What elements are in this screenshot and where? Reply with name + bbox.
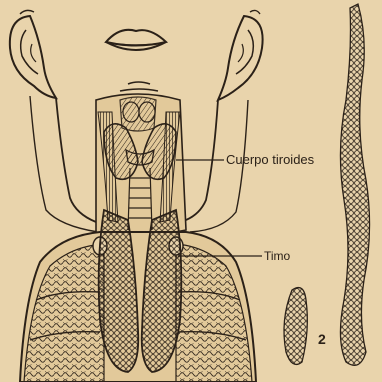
panel-number-label: 2	[318, 331, 326, 347]
thymus-label: Timo	[264, 249, 291, 263]
thyroid-label: Cuerpo tiroides	[226, 152, 315, 167]
thorax	[20, 232, 256, 382]
